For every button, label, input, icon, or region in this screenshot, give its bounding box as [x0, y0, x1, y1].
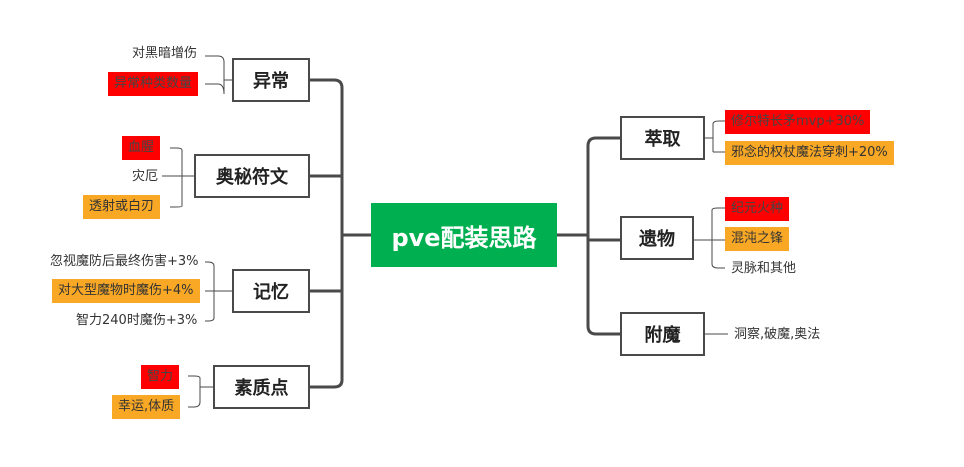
- leaf-item: 智力240时魔伤+3%: [76, 313, 198, 328]
- leaf-item: 灵脉和其他: [731, 261, 797, 276]
- leaf-item-highlighted: 幸运,体质: [112, 395, 181, 419]
- leaf-item-highlighted: 纪元火种: [725, 197, 790, 221]
- branch-node-relic[interactable]: 遗物: [620, 216, 694, 260]
- leaf-item-highlighted: 混沌之锋: [725, 227, 790, 251]
- leaf-item: 对黑暗增伤: [132, 46, 198, 61]
- leaf-item-highlighted: 智力: [141, 365, 180, 389]
- leaf-item-highlighted: 异常种类数量: [108, 72, 199, 96]
- leaf-item-highlighted: 修尔特长矛mvp+30%: [725, 110, 871, 134]
- branch-node-stat-points[interactable]: 素质点: [213, 365, 310, 409]
- branch-node-anomaly[interactable]: 异常: [232, 58, 310, 102]
- branch-node-extract[interactable]: 萃取: [620, 116, 705, 160]
- leaf-item: 忽视魔防后最终伤害+3%: [50, 254, 199, 269]
- leaf-item-highlighted: 透射或白刃: [83, 195, 161, 219]
- root-node[interactable]: pve配装思路: [371, 203, 557, 267]
- leaf-item-highlighted: 血腥: [122, 136, 161, 160]
- branch-node-arcane-rune[interactable]: 奥秘符文: [194, 154, 310, 198]
- leaf-item: 灾厄: [132, 169, 159, 184]
- leaf-item: 洞察,破魔,奥法: [734, 327, 821, 342]
- branch-node-enchant[interactable]: 附魔: [620, 312, 705, 356]
- branch-node-memory[interactable]: 记忆: [232, 269, 310, 313]
- leaf-item-highlighted: 邪念的权杖魔法穿刺+20%: [725, 141, 894, 165]
- leaf-item-highlighted: 对大型魔物时魔伤+4%: [52, 279, 200, 303]
